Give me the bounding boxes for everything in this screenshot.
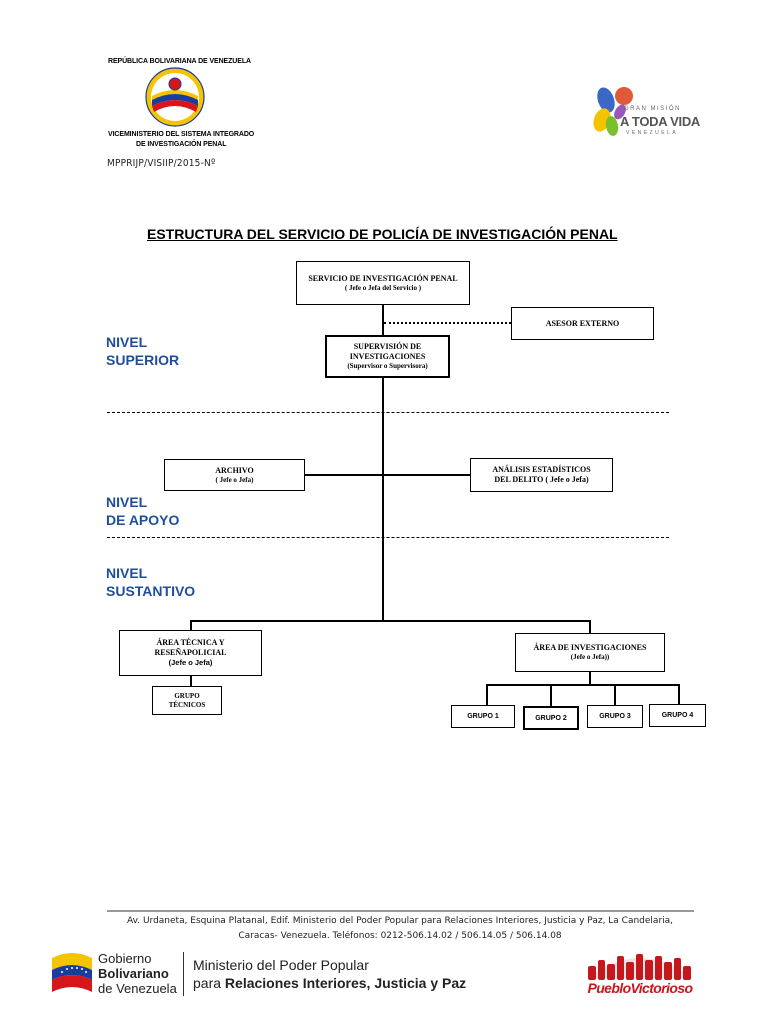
- box-asesor-externo: ASESOR EXTERNO: [511, 307, 654, 340]
- connector-asesor: [384, 322, 511, 324]
- gobierno-bolivariano-text: Gobierno Bolivariano de Venezuela: [98, 951, 177, 996]
- connector-main-spine: [382, 377, 384, 621]
- footer-address: Av. Urdaneta, Esquina Platanal, Edif. Mi…: [126, 916, 674, 941]
- viceministry-line1: VICEMINISTERIO DEL SISTEMA INTEGRADO: [108, 131, 255, 138]
- footer-divider: [183, 952, 184, 996]
- box-grupo-tecnicos: GRUPO TÉCNICOS: [152, 686, 222, 715]
- mission-country-label: VENEZUELA: [626, 130, 679, 136]
- connector-apoyo: [305, 474, 471, 476]
- level-superior-label: NIVEL SUPERIOR: [106, 334, 180, 368]
- box-area-investigaciones: ÁREA DE INVESTIGACIONES (Jefe o Jefa)): [515, 633, 665, 672]
- connector-area-tecnica: [190, 620, 192, 632]
- page-title: ESTRUCTURA DEL SERVICIO DE POLICÍA DE IN…: [147, 226, 618, 242]
- box-grupo-2: GRUPO 2: [523, 706, 579, 730]
- box-area-tecnica: ÁREA TÉCNICA Y RESEÑAPOLICIAL (Jefe o Je…: [119, 630, 262, 676]
- box-analisis: ANÁLISIS ESTADÍSTICOS DEL DELITO ( Jefe …: [470, 458, 613, 492]
- connector-grupos-vertical: [589, 671, 591, 685]
- box-servicio: SERVICIO DE INVESTIGACIÓN PENAL ( Jefe o…: [296, 261, 470, 305]
- connector-grupos-horizontal: [486, 684, 680, 686]
- box-grupo-3: GRUPO 3: [587, 705, 643, 728]
- connector-servicio-supervision: [382, 304, 384, 336]
- connector-area-investigaciones: [589, 620, 591, 634]
- venezuela-flag-icon: [50, 950, 94, 996]
- level-divider-1: [107, 412, 669, 413]
- box-grupo-4: GRUPO 4: [649, 704, 706, 727]
- pueblo-victorioso-logo: PuebloVictorioso: [582, 944, 698, 1000]
- ministry-name: Ministerio del Poder Popular para Relaci…: [193, 957, 467, 991]
- level-apoyo-label: NIVEL DE APOYO: [106, 494, 180, 528]
- footer-rule: [107, 910, 694, 912]
- pueblo-victorioso-text: PuebloVictorioso: [587, 980, 693, 996]
- connector-grupo3: [614, 684, 616, 706]
- venezuela-seal-icon: [144, 66, 206, 128]
- box-archivo: ARCHIVO ( Jefe o Jefa): [164, 459, 305, 491]
- viceministry-line2: DE INVESTIGACIÓN PENAL: [136, 141, 227, 148]
- box-supervision: SUPERVISIÓN DE INVESTIGACIONES (Supervis…: [325, 335, 450, 378]
- mission-small-label: GRAN MISIÓN: [624, 106, 681, 112]
- crowd-icon: [588, 954, 692, 980]
- mission-big-label: A TODA VIDA: [620, 114, 701, 129]
- connector-grupo1: [486, 684, 488, 706]
- box-grupo-1: GRUPO 1: [451, 705, 515, 728]
- connector-grupo2: [550, 684, 552, 707]
- level-divider-2: [107, 537, 669, 538]
- mission-logo: GRAN MISIÓN A TODA VIDA VENEZUELA: [590, 82, 700, 152]
- level-sustantivo-label: NIVEL SUSTANTIVO: [106, 565, 196, 599]
- connector-sustantivo: [190, 620, 590, 622]
- republic-heading: REPÚBLICA BOLIVARIANA DE VENEZUELA: [108, 58, 251, 65]
- connector-grupo-tecnicos: [190, 675, 192, 687]
- document-reference: MPPRIJP/VISIIP/2015-Nº: [107, 158, 216, 169]
- connector-grupo4: [678, 684, 680, 705]
- flower-icon: [593, 87, 633, 136]
